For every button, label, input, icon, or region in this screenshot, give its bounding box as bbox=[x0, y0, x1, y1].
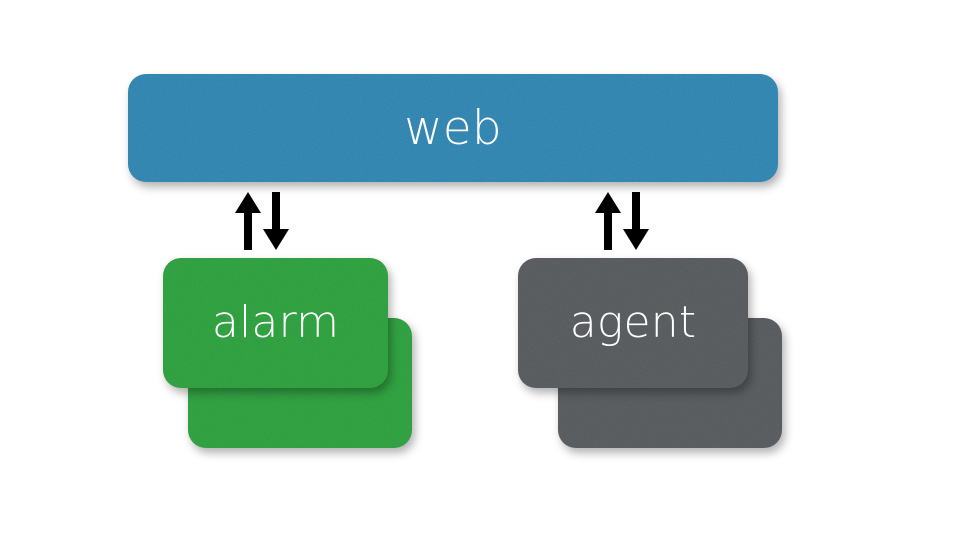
node-web-label: web bbox=[404, 100, 502, 156]
arrow-web-to-agent-icon bbox=[623, 192, 649, 250]
node-alarm[interactable]: alarm bbox=[163, 258, 388, 388]
node-agent[interactable]: agent bbox=[518, 258, 748, 388]
node-web[interactable]: web bbox=[128, 74, 778, 182]
arrow-agent-to-web-icon bbox=[595, 192, 621, 250]
node-agent-label: agent bbox=[569, 297, 697, 348]
arrow-alarm-to-web-icon bbox=[235, 192, 261, 250]
arrow-web-to-alarm-icon bbox=[263, 192, 289, 250]
connector-web-alarm[interactable] bbox=[228, 192, 292, 250]
connector-web-agent[interactable] bbox=[588, 192, 652, 250]
node-alarm-label: alarm bbox=[211, 297, 340, 348]
